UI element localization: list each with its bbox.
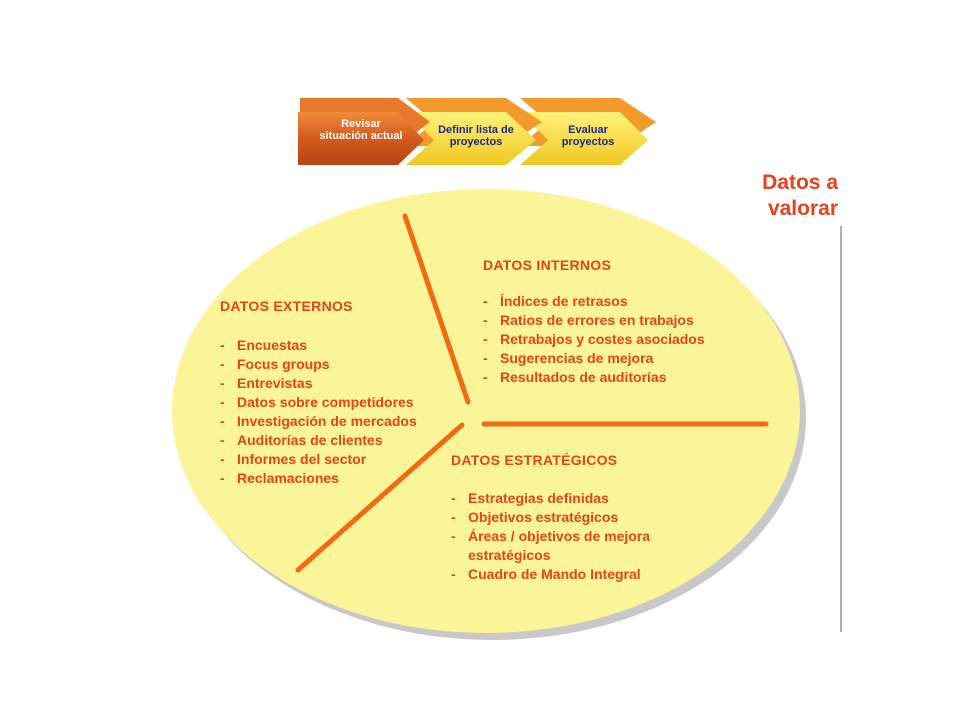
list-item: Informes del sector [220, 450, 460, 469]
chevron-step-2-face [406, 112, 536, 165]
list-item: Sugerencias de mejora [483, 349, 753, 368]
step-1-label: Revisar situación actual [319, 118, 403, 142]
list-estrategicos: Estrategias definidas Objetivos estratég… [451, 489, 681, 584]
section-title-estrategicos: DATOS ESTRATÉGICOS [451, 452, 618, 468]
list-item: Encuestas [220, 336, 460, 355]
list-item: Focus groups [220, 355, 460, 374]
list-item: Retrabajos y costes asociados [483, 330, 753, 349]
list-item: Índices de retrasos [483, 292, 753, 311]
step-2-label: Definir lista de proyectos [438, 124, 514, 148]
list-item: Estrategias definidas [451, 489, 681, 508]
step-3-label: Evaluar proyectos [561, 124, 615, 148]
process-chevrons [298, 98, 656, 165]
list-item: Ratios de errores en trabajos [483, 311, 753, 330]
corner-title-line-1: Datos a [762, 171, 838, 194]
chevron-step-3-face [520, 112, 648, 165]
list-externos: Encuestas Focus groups Entrevistas Datos… [220, 336, 460, 488]
chevron-step-1-face [298, 112, 424, 165]
list-item: Áreas / objetivos de mejora estratégicos [451, 527, 681, 565]
list-item: Resultados de auditorías [483, 368, 753, 387]
list-item: Datos sobre competidores [220, 393, 460, 412]
list-item: Reclamaciones [220, 469, 460, 488]
list-item: Auditorías de clientes [220, 431, 460, 450]
section-title-internos: DATOS INTERNOS [483, 257, 612, 273]
list-internos: Índices de retrasos Ratios de errores en… [483, 292, 753, 387]
list-item: Entrevistas [220, 374, 460, 393]
list-item: Objetivos estratégicos [451, 508, 681, 527]
corner-vertical-rule [840, 226, 842, 632]
corner-title-line-2: valorar [767, 197, 838, 220]
section-title-externos: DATOS EXTERNOS [220, 298, 353, 314]
list-item: Cuadro de Mando Integral [451, 565, 681, 584]
corner-title: Datos a valorar [762, 170, 838, 222]
list-item: Investigación de mercados [220, 412, 460, 431]
